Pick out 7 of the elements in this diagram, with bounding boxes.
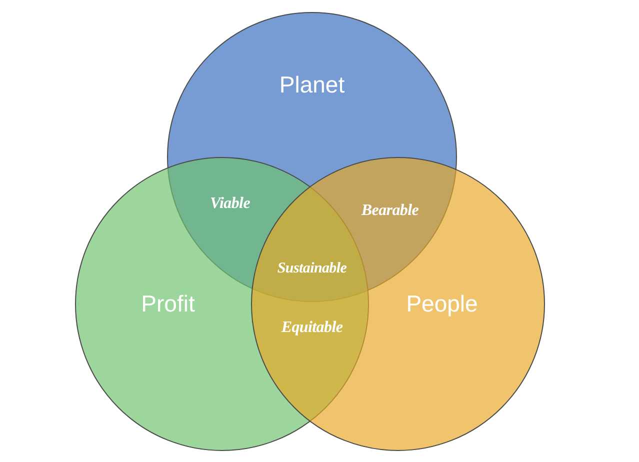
overlap-label: Equitable xyxy=(281,319,343,337)
circle-label: People xyxy=(406,290,478,318)
overlap-label: Sustainable xyxy=(277,260,347,278)
circle-label: Profit xyxy=(141,290,195,318)
overlap-label: Viable xyxy=(210,195,250,213)
circle-label: Planet xyxy=(279,72,345,98)
overlap-label: Bearable xyxy=(361,202,419,220)
